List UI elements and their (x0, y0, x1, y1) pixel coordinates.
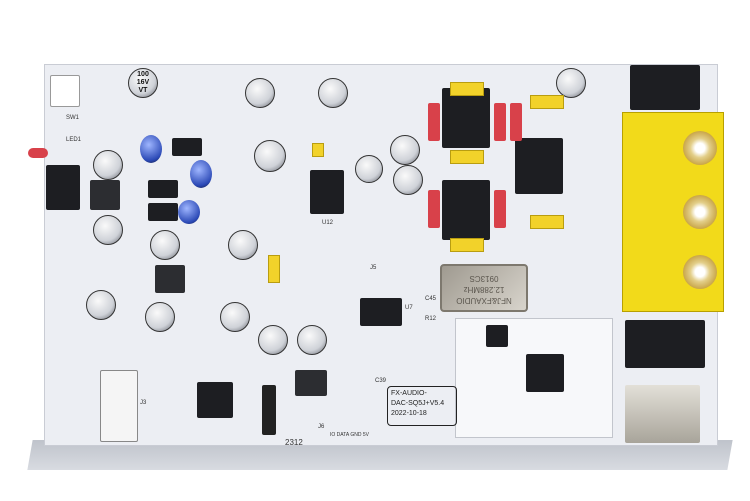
cap-value: 100 (137, 71, 149, 78)
silk-r12: R12 (425, 316, 437, 322)
film-capacitor (530, 95, 564, 109)
capacitor (220, 302, 250, 332)
capacitor (258, 325, 288, 355)
film-capacitor (450, 238, 484, 252)
board-label: FX-AUDIO- DAC-SQ5J+V5.4 2022-10-18 (387, 386, 457, 426)
capacitor (228, 230, 258, 260)
silk-u7: U7 (405, 305, 413, 311)
silk-connector: IO DATA GND 5V (330, 432, 369, 438)
resistor (428, 103, 440, 141)
capacitor (93, 215, 123, 245)
capacitor (86, 290, 116, 320)
blue-capacitor (178, 200, 200, 224)
cap-brand: VT (138, 87, 148, 94)
chip-u12 (310, 170, 344, 214)
label-line: FX-AUDIO- (391, 390, 427, 397)
silk-u12: U12 (322, 220, 334, 226)
resistor (510, 103, 522, 141)
capacitor (245, 78, 275, 108)
crystal-oscillator: NFJ&FXAUDIO 12.288MHz 0913CS (440, 264, 528, 312)
tantalum (312, 143, 324, 157)
capacitor (393, 165, 423, 195)
opamp-socket (515, 138, 563, 194)
regulator (155, 265, 185, 293)
silk-sw1: SW1 (66, 115, 80, 121)
resistor (494, 190, 506, 228)
capacitor (355, 155, 383, 183)
capacitor (556, 68, 586, 98)
capacitor (297, 325, 327, 355)
usb-controller-chip (526, 354, 564, 392)
diode (148, 203, 178, 221)
pin-header-j4 (262, 385, 276, 435)
usb-b-port (625, 385, 700, 443)
switch-sw1 (50, 75, 80, 107)
rca-jack (683, 255, 717, 289)
silk-j3: J3 (140, 400, 147, 406)
ffc-connector-j3 (100, 370, 138, 442)
optical-input (625, 320, 705, 368)
opamp-socket (442, 88, 490, 148)
silk-j6: J6 (318, 424, 325, 430)
rca-jack (683, 195, 717, 229)
silk-j5: J5 (370, 265, 377, 271)
diode (172, 138, 202, 156)
dac-circuit-board (44, 64, 718, 446)
capacitor (254, 140, 286, 172)
capacitor (93, 150, 123, 180)
capacitor (390, 135, 420, 165)
chip-u7 (360, 298, 402, 326)
diode (148, 180, 178, 198)
cap-voltage: 16V (136, 79, 150, 86)
label-line: 2022-10-18 (391, 410, 427, 417)
film-capacitor (450, 150, 484, 164)
eeprom-chip (486, 325, 508, 347)
label-line: DAC-SQ5J+V5.4 (391, 400, 445, 407)
tantalum (268, 255, 280, 283)
rca-connector-block (622, 112, 724, 312)
red-led (28, 148, 48, 158)
crystal-text: 12.288MHz (463, 285, 505, 294)
regulator (90, 180, 120, 210)
dc-power-jack (630, 65, 700, 110)
chip-u16 (197, 382, 233, 418)
opamp-socket (442, 180, 490, 240)
film-capacitor (530, 215, 564, 229)
capacitor (150, 230, 180, 260)
silk-date-code: 2312 (285, 438, 303, 447)
silk-led1: LED1 (66, 137, 82, 143)
capacitor (145, 302, 175, 332)
crystal-text: 0913CS (469, 274, 499, 283)
film-capacitor (450, 82, 484, 96)
power-jack-left (46, 165, 80, 210)
resistor (428, 190, 440, 228)
blue-capacitor (140, 135, 162, 163)
capacitor (318, 78, 348, 108)
crystal-text: NFJ&FXAUDIO (456, 296, 512, 305)
resistor (494, 103, 506, 141)
blue-capacitor (190, 160, 212, 188)
rca-jack (683, 131, 717, 165)
silk-c45: C45 (425, 296, 437, 302)
silk-c39: C39 (375, 378, 387, 384)
regulator (295, 370, 327, 396)
usb-daughterboard (455, 318, 613, 438)
